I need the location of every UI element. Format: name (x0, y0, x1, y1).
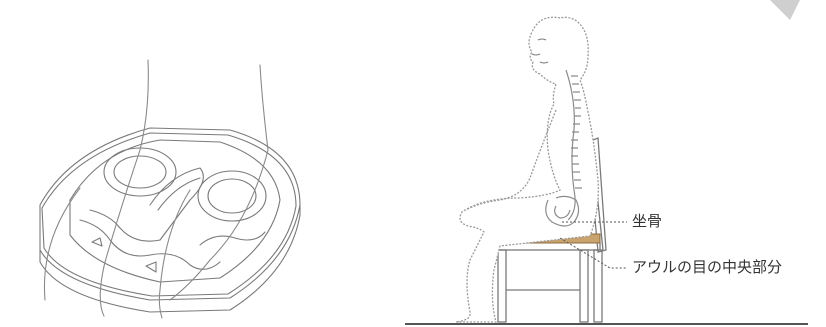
body-silhouette (456, 17, 598, 322)
seated-person-illustration (405, 17, 808, 324)
tailbone-label: 坐骨 (632, 214, 662, 229)
seat-cushion-illustration (40, 60, 300, 318)
corner-fragment-shape (770, 0, 800, 20)
cushion-center-label: アウルの目の中央部分 (632, 260, 782, 275)
